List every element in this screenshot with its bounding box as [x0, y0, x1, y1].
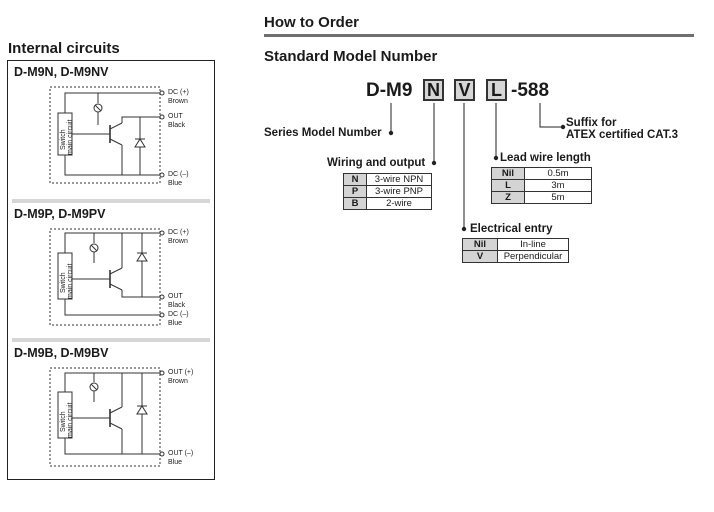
table-cell-value: Perpendicular	[497, 250, 569, 263]
circuit-title-m9n: D-M9N, D-M9NV	[14, 65, 109, 79]
model-suffix: -588	[511, 80, 550, 101]
entry-code-box: V	[454, 79, 475, 101]
lead-wire-length-label: Lead wire length	[500, 152, 591, 164]
table-cell-code: B	[343, 197, 367, 210]
table-cell-value: In-line	[497, 238, 569, 251]
wiring-output-label: Wiring and output	[327, 157, 426, 169]
terminal-out: OUT	[168, 293, 184, 300]
terminal-dc-plus: DC (+)	[168, 89, 189, 96]
section-divider	[12, 199, 210, 203]
table-cell-value: 3m	[524, 179, 592, 192]
series-model-number-label: Series Model Number	[264, 127, 382, 139]
circuit-diagram-m9p: Switch main circuit DC (+) Brown OUT Bla…	[49, 228, 189, 327]
switch-label-line2: main circuit	[67, 264, 74, 299]
table-cell-value: 3-wire NPN	[366, 173, 432, 186]
table-cell-code: V	[462, 250, 498, 263]
wire-color-black: Black	[168, 302, 186, 309]
wire-color-brown: Brown	[168, 378, 188, 385]
terminal-out-minus: OUT (–)	[168, 450, 193, 457]
terminal-out: OUT	[168, 113, 184, 120]
wire-color-black: Black	[168, 122, 186, 129]
internal-circuits-panel: D-M9N, D-M9NV Switch main circuit DC (+)…	[7, 60, 215, 480]
wire-color-blue: Blue	[168, 180, 182, 187]
switch-label-line1: Switch	[60, 129, 67, 150]
internal-circuits-title: Internal circuits	[8, 40, 120, 57]
switch-label-line2: main circuit	[67, 120, 74, 155]
switch-label-line2: main circuit	[67, 403, 74, 438]
suffix-label-line2: ATEX certified CAT.3	[566, 129, 679, 141]
lead-wire-code-box: L	[486, 79, 507, 101]
wiring-code-box: N	[423, 79, 444, 101]
table-cell-code: Nil	[491, 167, 525, 180]
circuit-title-m9b: D-M9B, D-M9BV	[14, 346, 109, 360]
wire-color-brown: Brown	[168, 238, 188, 245]
section-divider	[12, 338, 210, 342]
terminal-dc-minus: DC (–)	[168, 171, 189, 178]
table-cell-code: Z	[491, 191, 525, 204]
terminal-dc-minus: DC (–)	[168, 311, 189, 318]
circuit-diagram-m9b: Switch main circuit OUT (+) Brown OUT (–…	[49, 367, 193, 467]
electrical-entry-label: Electrical entry	[470, 223, 553, 235]
terminal-dc-plus: DC (+)	[168, 229, 189, 236]
table-cell-code: P	[343, 185, 367, 198]
how-to-order-title: How to Order	[264, 14, 360, 31]
wire-color-blue: Blue	[168, 320, 182, 327]
table-cell-code: L	[491, 179, 525, 192]
switch-label-line1: Switch	[60, 272, 67, 293]
table-cell-code: Nil	[462, 238, 498, 251]
circuit-diagram-m9n: Switch main circuit DC (+) Brown OUT Bla…	[49, 86, 189, 187]
wire-color-brown: Brown	[168, 98, 188, 105]
table-cell-value: 5m	[524, 191, 592, 204]
switch-label-line1: Switch	[60, 411, 67, 432]
suffix-label-line1: Suffix for	[566, 117, 617, 129]
title-rule	[264, 34, 694, 37]
circuit-title-m9p: D-M9P, D-M9PV	[14, 207, 106, 221]
wire-color-blue: Blue	[168, 459, 182, 466]
model-prefix: D-M9	[366, 80, 413, 101]
table-cell-code: N	[343, 173, 367, 186]
table-cell-value: 2-wire	[366, 197, 432, 210]
table-cell-value: 0.5m	[524, 167, 592, 180]
standard-model-number-title: Standard Model Number	[264, 48, 438, 65]
terminal-out-plus: OUT (+)	[168, 369, 193, 376]
table-cell-value: 3-wire PNP	[366, 185, 432, 198]
